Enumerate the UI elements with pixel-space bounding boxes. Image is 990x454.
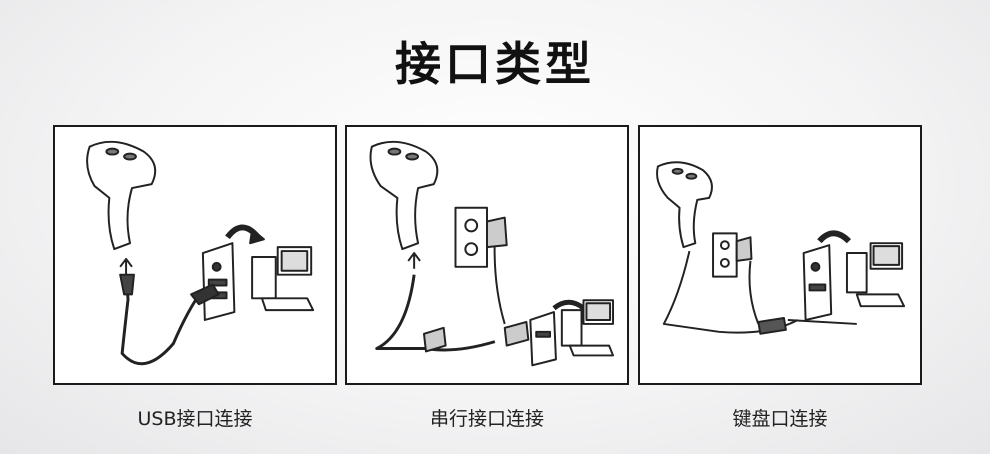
desktop-computer-icon [845,242,906,308]
barcode-scanner-icon [369,140,439,251]
computer-tower-icon [529,311,557,367]
barcode-scanner-icon [656,161,713,249]
usb-diagram [86,140,315,366]
keyboard-caption: 键盘口连接 [732,408,828,430]
page-title: 接口类型 [395,37,595,91]
usb-connection-illustration [53,125,337,385]
keyboard-connection-illustration [638,125,922,385]
desktop-computer-icon [251,246,315,312]
serial-connection-illustration [345,125,629,385]
usb-caption: USB接口连接 [137,408,253,430]
computer-tower-icon [201,242,236,321]
keyboard-diagram [656,161,906,335]
serial-caption: 串行接口连接 [429,408,544,430]
serial-diagram [369,140,615,367]
desktop-computer-icon [560,299,615,357]
power-outlet-icon [712,232,738,278]
barcode-scanner-icon [86,140,157,251]
power-outlet-icon [454,206,488,268]
computer-tower-icon [802,244,833,321]
